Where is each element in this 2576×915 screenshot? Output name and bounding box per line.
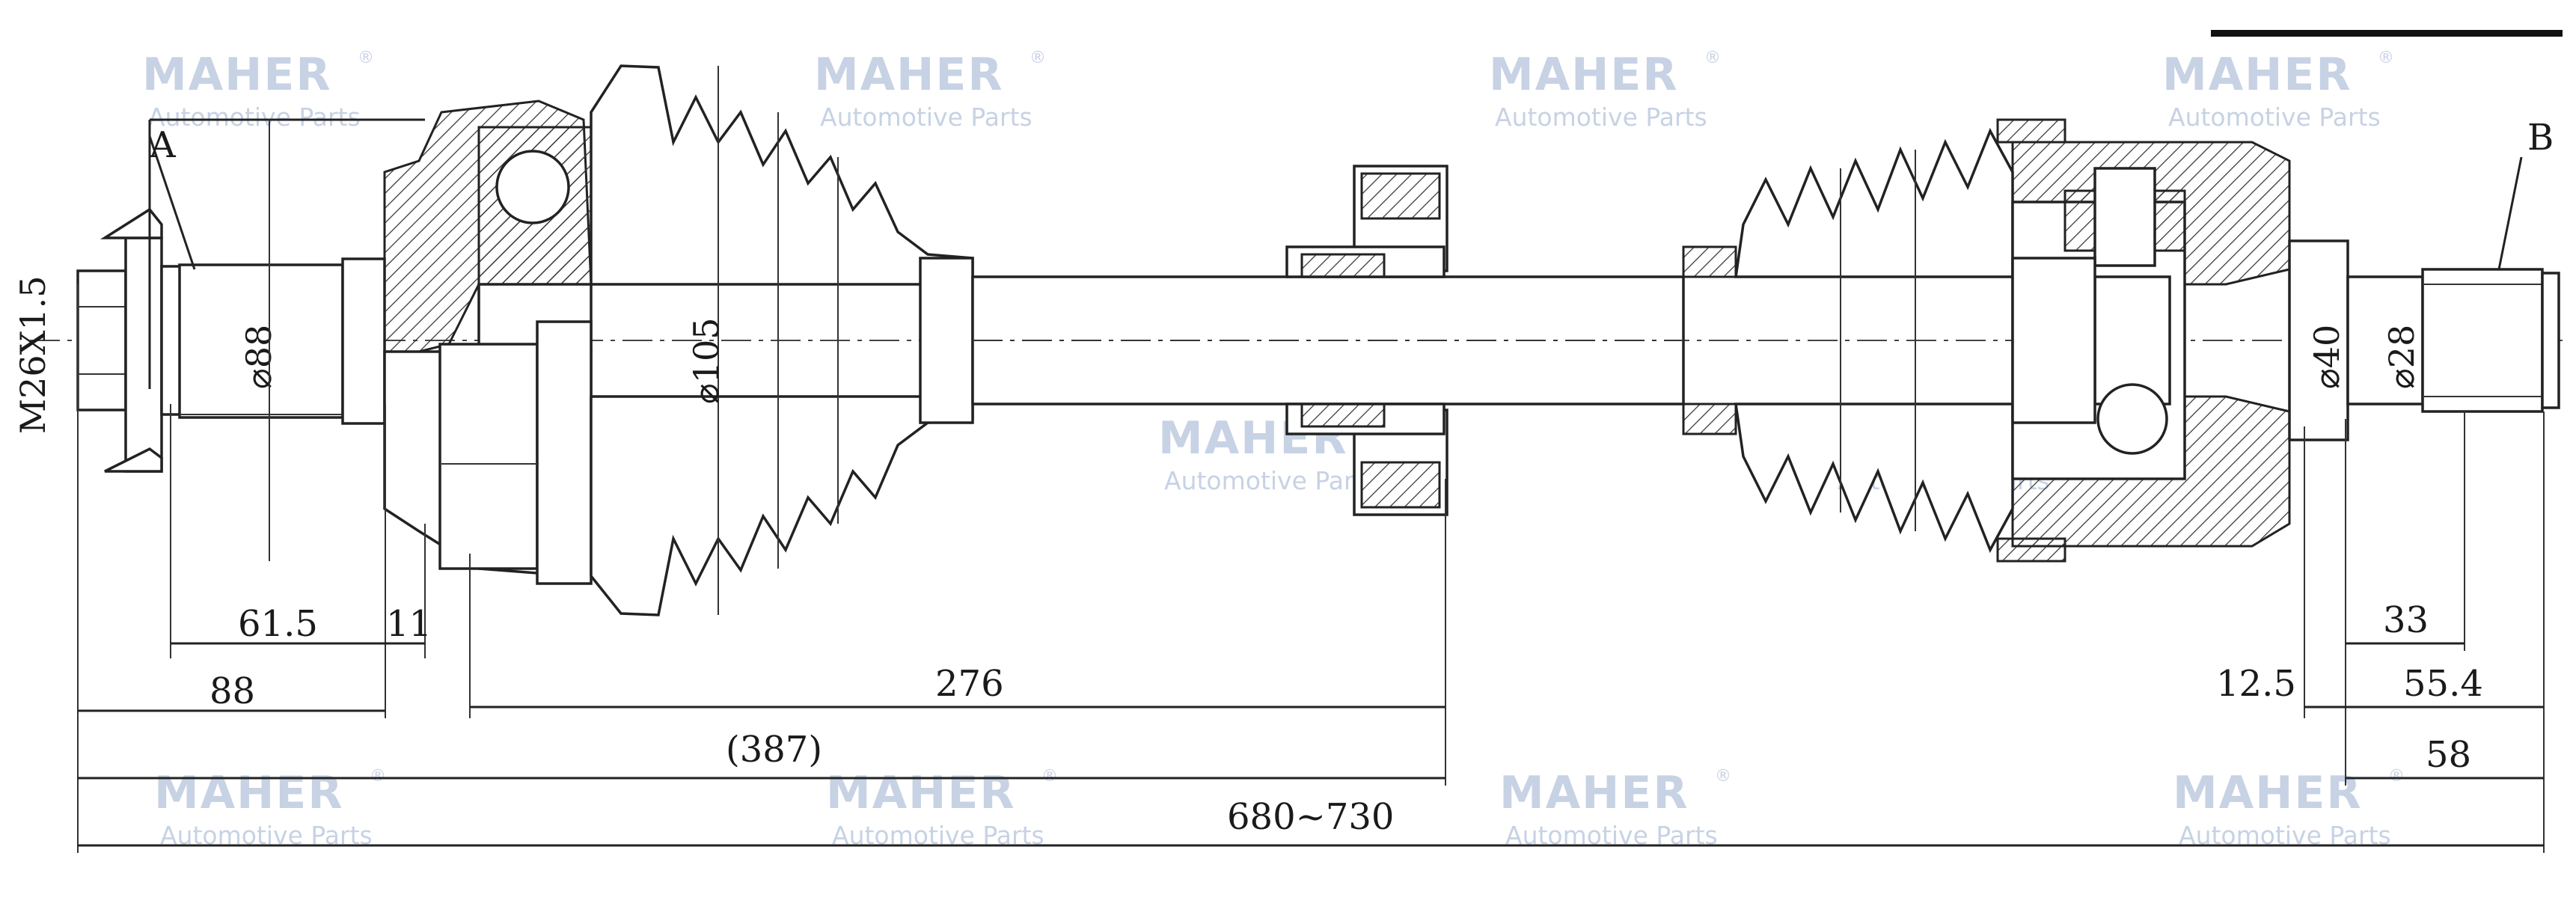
dim-276: 276 (935, 663, 1004, 705)
diameter-88-label: ⌀88 (239, 325, 279, 389)
damper-weight (1285, 165, 1448, 516)
svg-text:®: ® (2378, 49, 2394, 67)
watermark-3: MAHER ® Automotive Parts (1489, 49, 1721, 132)
svg-text:®: ® (370, 767, 386, 786)
watermark-6: MAHER ® Automotive Parts (1158, 412, 1390, 495)
svg-text:MAHER: MAHER (826, 767, 1016, 819)
dim-680-730: 680~730 (1227, 796, 1394, 838)
watermark-4: MAHER ® Automotive Parts (2162, 49, 2394, 132)
inner-cv-joint (1996, 118, 2291, 563)
svg-text:Automotive Parts: Automotive Parts (148, 102, 361, 132)
dim-88: 88 (209, 670, 255, 712)
dim-61-5: 61.5 (238, 603, 318, 645)
thread-label: M26X1.5 (13, 275, 53, 434)
dim-12-5: 12.5 (2216, 663, 2296, 705)
dim-55-4: 55.4 (2403, 663, 2483, 705)
svg-text:®: ® (1715, 767, 1731, 786)
watermark-1: MAHER ® Automotive Parts (142, 49, 374, 132)
inner-boot (1682, 127, 2014, 554)
tripod-spider (2093, 275, 2171, 406)
svg-text:MAHER: MAHER (814, 49, 1004, 101)
dimension-labels: 61.5 11 88 276 (387) 680~730 33 12.5 55.… (209, 599, 2483, 838)
svg-text:®: ® (1030, 49, 1046, 67)
svg-text:MAHER: MAHER (154, 767, 344, 819)
svg-text:Automotive Parts: Automotive Parts (1164, 466, 1377, 495)
svg-text:Automotive Parts: Automotive Parts (2168, 102, 2381, 132)
svg-text:MAHER: MAHER (2173, 767, 2363, 819)
svg-text:®: ® (1704, 49, 1721, 67)
watermark-2: MAHER ® Automotive Parts (814, 49, 1046, 132)
watermark-11: MAHER ® Automotive Parts (2173, 767, 2405, 850)
stub-shaft (178, 263, 344, 419)
svg-text:®: ® (2388, 767, 2405, 786)
watermark-8: MAHER ® Automotive Parts (154, 767, 386, 850)
washer (124, 236, 163, 473)
svg-text:Automotive Parts: Automotive Parts (820, 102, 1032, 132)
svg-text:MAHER: MAHER (1489, 49, 1679, 101)
svg-text:®: ® (358, 49, 374, 67)
diameter-28-label: ⌀28 (2381, 325, 2422, 389)
stub-flange (2288, 239, 2349, 441)
title-bar-line (2211, 30, 2563, 37)
right-stub-assembly (2288, 239, 2560, 441)
label-a: A (149, 124, 177, 166)
dim-58: 58 (2426, 734, 2471, 776)
watermark-10: MAHER ® Automotive Parts (1499, 767, 1731, 850)
cv-ball (495, 150, 570, 224)
hex-nut (76, 269, 127, 411)
watermark-9: MAHER ® Automotive Parts (826, 767, 1058, 850)
diameter-40-label: ⌀40 (2307, 325, 2347, 389)
extension-lines (77, 120, 2545, 853)
dim-11: 11 (386, 603, 432, 645)
label-b: B (2527, 117, 2554, 159)
outer-cv-joint (383, 100, 593, 585)
outer-boot-bottom (590, 395, 974, 616)
stub-spline-right (2421, 268, 2544, 413)
leader-b: B (2497, 117, 2554, 270)
dim-33: 33 (2383, 599, 2429, 641)
diameter-105-label: ⌀105 (686, 318, 726, 405)
left-stub-assembly (76, 207, 386, 473)
dimension-lines (78, 642, 2544, 847)
svg-text:Automotive Parts: Automotive Parts (1495, 102, 1707, 132)
svg-text:MAHER: MAHER (2162, 49, 2352, 101)
svg-text:MAHER: MAHER (1499, 767, 1689, 819)
svg-text:MAHER: MAHER (142, 49, 332, 101)
inner-boot-bottom (1734, 403, 2014, 554)
leader-a: A (148, 118, 425, 389)
svg-text:®: ® (1041, 767, 1058, 786)
dim-387: (387) (726, 729, 822, 771)
inner-boot-top (1734, 127, 2014, 278)
